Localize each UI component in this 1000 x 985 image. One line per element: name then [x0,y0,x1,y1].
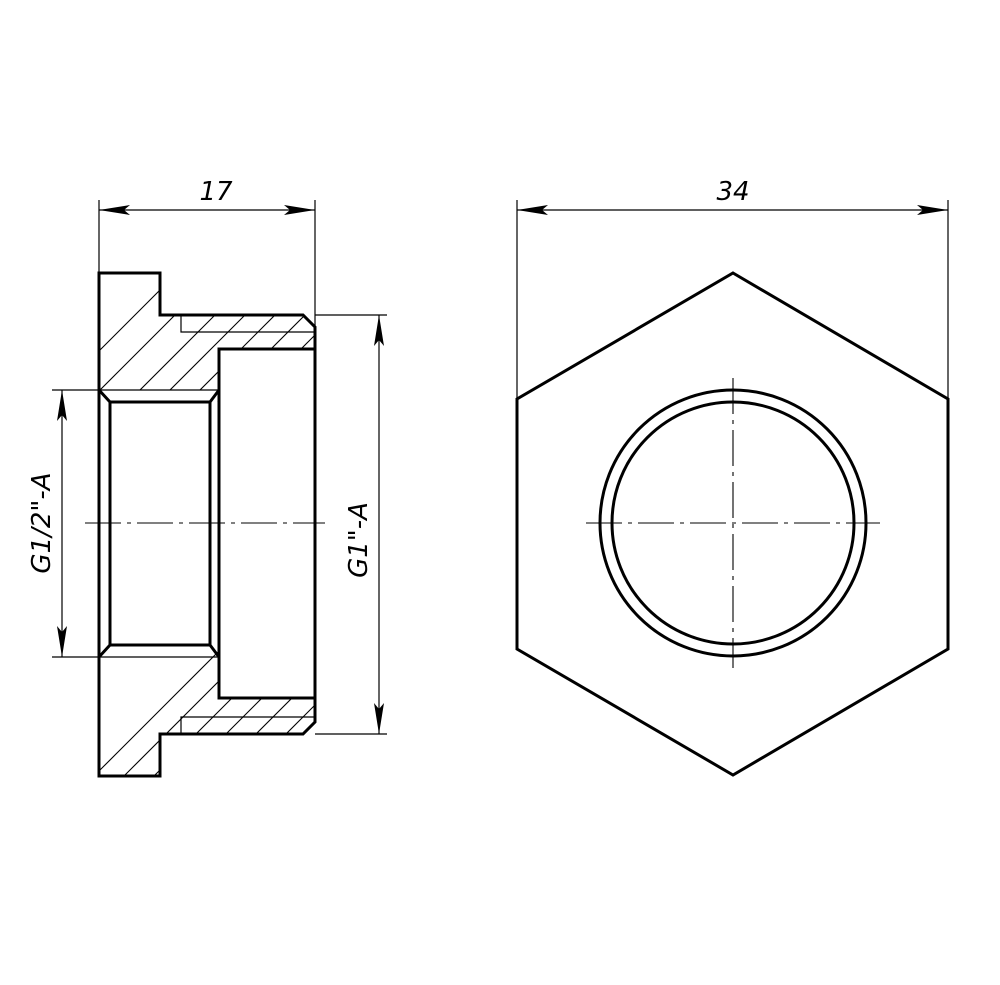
dimension-across-corners: 34 [516,177,949,399]
dimension-inner-thread: G1/2"-A [27,389,99,658]
thread-line-top [180,315,315,333]
hatching-bottom [99,645,315,776]
dimension-length-label: 17 [199,177,233,207]
dimension-outer-thread: G1"-A [315,314,387,735]
hatching-top [99,273,315,402]
section-outline [97,271,317,778]
dimension-inner-thread-label: G1/2"-A [27,472,57,573]
section-view [85,271,325,778]
dimension-across-corners-label: 34 [716,177,749,207]
end-view [515,271,950,777]
dimension-outer-thread-label: G1"-A [344,502,374,578]
dimension-length: 17 [98,177,316,327]
thread-line-bottom [180,716,315,734]
